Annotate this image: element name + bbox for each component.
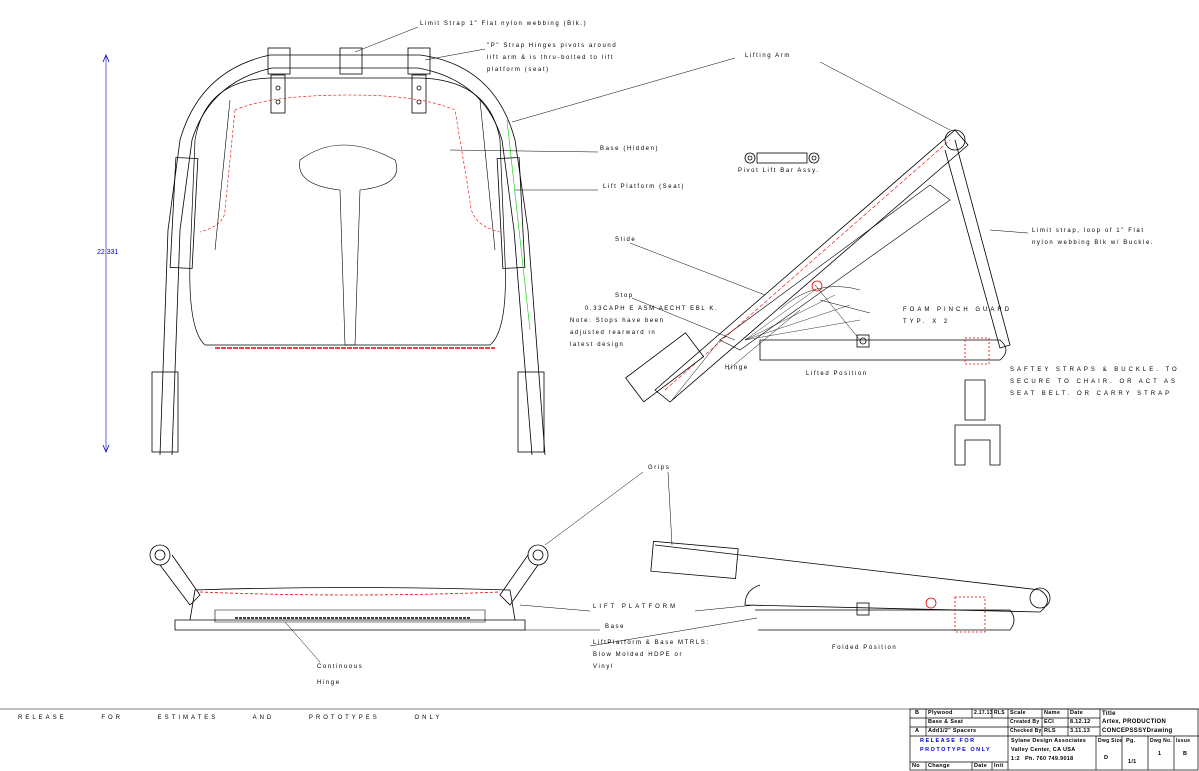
height-dimension: 22.331 [97,249,119,256]
name-header: Name [1044,710,1061,716]
label-safety-straps: SECURE TO CHAIR. OR ACT AS [1010,379,1179,385]
company-address: Valley Center, CA USA [1011,747,1076,753]
page-number: 1/1 [1128,759,1137,765]
label-stop: Stop [615,293,634,299]
label-limit-strap-loop: Limit strap, loop of 1" Flat [1032,228,1145,234]
col-init: Init [994,763,1004,769]
drawing-title: CONCEPSSSYDrawing [1102,728,1173,734]
label-hinge: Hinge [725,365,749,371]
rev-a-change: Add1/2" Spacers [928,728,977,734]
label-lifted-position: Lifted Position [806,371,868,377]
release-stamp: RELEASE FOR [920,738,976,744]
label-safety-straps: SAFTEY STRAPS & BUCKLE. TO [1010,367,1180,373]
checked-date: 3.11.13 [1070,728,1091,734]
label-foam-guard: TYP. X 2 [903,319,951,325]
title-block-grid [909,708,1199,771]
label-lifting-arm: Lifting Arm [745,53,791,59]
top-view [102,47,546,456]
label-materials: Blow Molded HDPE or [593,652,684,658]
scale-value: 1:2 [1011,756,1020,762]
front-view [149,544,549,631]
label-grips: Grips [648,465,671,471]
label-lift-platform: LIFT PLATFORM [593,604,679,610]
side-view-folded [650,540,1051,633]
label-continuous-hinge: Continuous [317,664,364,670]
label-limit-strap: Limit Strap 1" Flat nylon webbing (Blk.) [420,21,588,27]
label-base: Base [605,624,626,630]
issue: B [1183,751,1188,757]
col-change: Change [928,763,950,769]
label-foam-guard: FOAM PINCH GUARD [903,307,1013,313]
label-stop-part: 0.33CAPH E ASM AECHT EBL K. [585,306,719,312]
label-slide: Slide [615,237,637,243]
rev-b-date: 2.17.13 [974,710,993,716]
label-p-strap: platform (seat) [487,67,550,73]
rev-b-init: RLS [994,710,1005,716]
label-limit-strap-loop: nylon webbing Blk w/ Buckle. [1032,240,1155,246]
date-header: Date [1070,710,1084,716]
title-header: Title [1102,711,1116,717]
label-continuous-hinge: Hinge [317,680,341,686]
side-view-lifted [625,129,1011,466]
issue-label: Issue [1176,738,1191,744]
label-materials: LiftPlatform & Base MTRLS: [593,640,710,646]
label-pivot-lift-bar: Pivot Lift Bar Assy. [738,168,820,174]
rev-b-change: Base & Seat [928,719,964,725]
created-by-label: Created By [1010,719,1040,725]
leader-lines [284,26,1029,663]
label-folded-position: Folded Position [832,645,898,651]
checked-by-label: Checked By [1010,728,1042,734]
col-no: No [912,763,920,769]
created-date: 8.12.12 [1070,719,1091,725]
scale-label: Scale [1010,710,1026,716]
company-phone: Ph. 760 749.9018 [1025,756,1074,762]
dwg-number: 1 [1158,751,1162,757]
dwg-size-label: Dwg Size [1098,738,1123,744]
dwg-no-label: Dwg No. [1150,738,1173,744]
label-note: adjusted rearward in [570,330,657,336]
dwg-size: D [1104,755,1109,761]
label-note: Note: Stops have been [570,318,665,324]
label-safety-straps: SEAT BELT. OR CARRY STRAP [1010,391,1173,397]
checked-by-name: RLS [1044,728,1056,734]
label-p-strap: lift arm & is thru-bolted to lift [487,55,615,61]
created-by-name: ECI [1044,719,1055,725]
rev-b-change: Plywood [928,710,953,716]
col-date: Date [974,763,988,769]
company-name: Sylane Design Associates [1011,738,1087,744]
label-p-strap: "P" Strap Hinges pivots around [487,43,618,49]
rev-a: A [915,728,920,734]
release-stamp: PROTOTYPE ONLY [920,747,992,753]
label-base-hidden: Base (Hidden) [600,146,660,152]
label-lift-platform-seat: Lift Platform (Seat) [603,184,686,190]
page-label: Pg. [1126,738,1136,744]
label-materials: Vinyl [593,664,614,670]
release-note: RELEASE FOR ESTIMATES AND PROTOTYPES ONL… [18,715,443,721]
label-note: latest design [570,342,625,348]
rev-b: B [915,710,920,716]
drawing-title: Artex, PRODUCTION [1102,719,1167,725]
